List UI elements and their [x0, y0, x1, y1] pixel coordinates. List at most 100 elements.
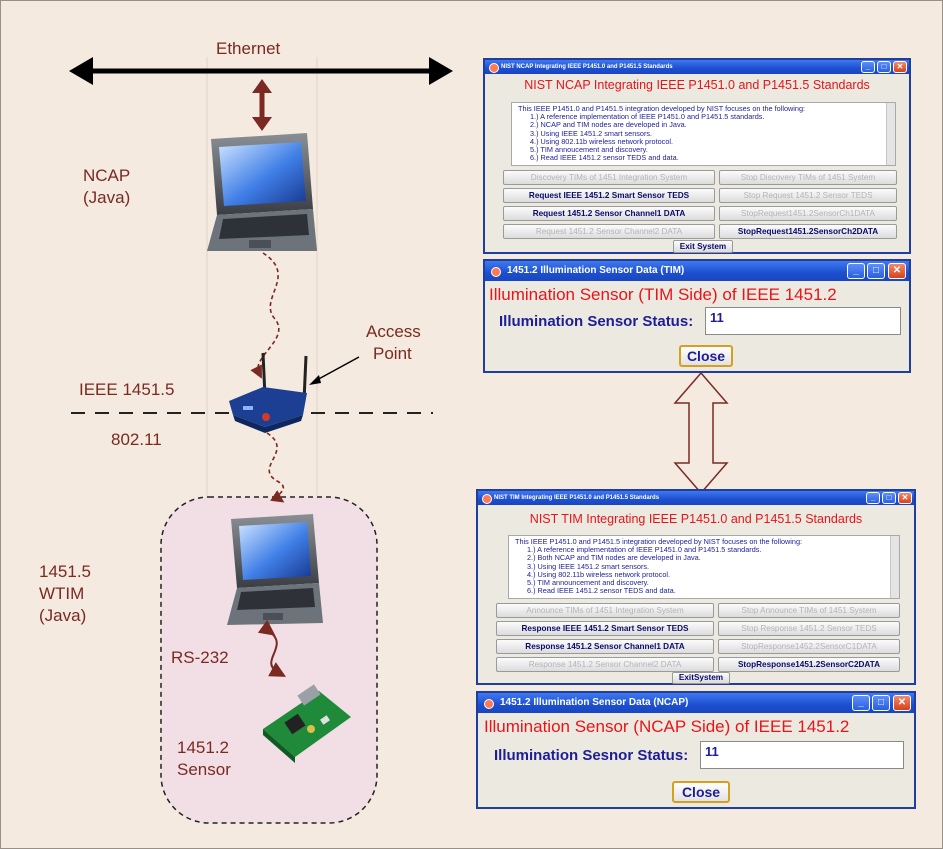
tim-status-window: 1451.2 Illumination Sensor Data (TIM) _ …: [483, 259, 911, 373]
announce-tims-button[interactable]: Announce TIMs of 1451 Integration System: [496, 603, 714, 618]
access-point-label-line1: Access: [366, 322, 421, 341]
ncap-description-textarea[interactable]: This IEEE P1451.0 and P1451.5 integratio…: [511, 102, 896, 166]
description-line: 2.) Both NCAP and TIM nodes are develope…: [527, 553, 701, 563]
stop-response-channel1-button[interactable]: StopResponse1452.2SensorC1DATA: [718, 639, 900, 654]
tim-window-titlebar[interactable]: NIST TIM Integrating IEEE P1451.0 and P1…: [478, 491, 914, 505]
ncap-status-window-titlebar[interactable]: 1451.2 Illumination Sensor Data (NCAP) _…: [478, 693, 914, 713]
request-teds-button[interactable]: Request IEEE 1451.2 Smart Sensor TEDS: [503, 188, 715, 203]
stop-discovery-button[interactable]: Stop Discovery TIMs of 1451 System: [719, 170, 897, 185]
maximize-icon[interactable]: □: [877, 61, 891, 73]
minimize-icon[interactable]: _: [866, 492, 880, 504]
description-line: This IEEE P1451.0 and P1451.5 integratio…: [518, 104, 806, 113]
maximize-icon[interactable]: □: [872, 695, 890, 711]
response-channel2-button[interactable]: Response 1451.2 Sensor Channel2 DATA: [496, 657, 714, 672]
wtim-laptop-icon: [227, 514, 323, 625]
ncap-java-label: (Java): [83, 188, 131, 207]
ieee-label: IEEE 1451.5: [79, 380, 175, 399]
rs232-link: [257, 619, 287, 677]
ncap-window-heading: NIST NCAP Integrating IEEE P1451.0 and P…: [524, 78, 870, 92]
close-icon[interactable]: ✕: [893, 695, 911, 711]
wireless-link-wtim: [266, 432, 285, 503]
app-icon: [484, 699, 494, 709]
window-title: 1451.2 Illumination Sensor Data (TIM): [507, 265, 685, 276]
minimize-icon[interactable]: _: [852, 695, 870, 711]
tim-window-heading: NIST TIM Integrating IEEE P1451.0 and P1…: [529, 512, 863, 526]
wtim-label-line3: (Java): [39, 606, 87, 625]
scrollbar[interactable]: [890, 536, 899, 598]
exit-system-button[interactable]: Exit System: [673, 240, 733, 253]
wireless-router-icon: [229, 352, 308, 433]
app-icon: [491, 267, 501, 277]
stop-request-teds-button[interactable]: Stop Request 1451.2 Sensor TEDS: [719, 188, 897, 203]
wifi-label: 802.11: [111, 430, 162, 449]
wtim-label-line1: 1451.5: [39, 562, 91, 581]
tim-status-heading: Illumination Sensor (TIM Side) of IEEE 1…: [489, 285, 837, 304]
close-icon[interactable]: ✕: [893, 61, 907, 73]
circuit-board-icon: [263, 684, 351, 763]
maximize-icon[interactable]: □: [882, 492, 896, 504]
request-channel2-button[interactable]: Request 1451.2 Sensor Channel2 DATA: [503, 224, 715, 239]
window-title: 1451.2 Illumination Sensor Data (NCAP): [500, 697, 689, 708]
stop-response-channel2-button[interactable]: StopResponse1451.2SensorC2DATA: [718, 657, 900, 672]
access-point-pointer: [309, 356, 360, 385]
tim-window: NIST TIM Integrating IEEE P1451.0 and P1…: [476, 489, 916, 685]
discovery-tims-button[interactable]: Discovery TIMs of 1451 Integration Syste…: [503, 170, 715, 185]
status-label: Illumination Sesnor Status:: [494, 747, 689, 764]
description-line: 6.) Read IEEE 1451.2 sensor TEDS and dat…: [530, 153, 679, 163]
minimize-icon[interactable]: _: [861, 61, 875, 73]
status-value-field[interactable]: 11: [705, 307, 901, 335]
sensor-label-line1: 1451.2: [177, 738, 229, 757]
window-title: NIST TIM Integrating IEEE P1451.0 and P1…: [494, 495, 660, 501]
status-value-field[interactable]: 11: [700, 741, 904, 769]
ncap-ethernet-link-arrow: [252, 79, 272, 131]
description-line: 4.) Using 802.11b wireless network proto…: [530, 136, 674, 146]
close-icon[interactable]: ✕: [898, 492, 912, 504]
description-line: 1.) A reference implementation of IEEE P…: [527, 545, 762, 555]
description-line: 5.) TIM annoucement and discovery.: [530, 145, 648, 155]
description-line: 3.) Using IEEE 1451.2 smart sensors.: [530, 128, 653, 138]
ethernet-label: Ethernet: [216, 39, 281, 58]
description-line: 1.) A reference implementation of IEEE P…: [530, 112, 765, 122]
request-channel1-button[interactable]: Request 1451.2 Sensor Channel1 DATA: [503, 206, 715, 221]
ncap-status-window: 1451.2 Illumination Sensor Data (NCAP) _…: [476, 691, 916, 809]
stop-request-channel1-button[interactable]: StopRequest1451.2SensorCh1DATA: [719, 206, 897, 221]
tim-description-textarea[interactable]: This IEEE P1451.0 and P1451.5 integratio…: [508, 535, 900, 599]
description-line: This IEEE P1451.0 and P1451.5 integratio…: [515, 537, 803, 546]
close-button[interactable]: Close: [679, 345, 733, 367]
description-line: 3.) Using IEEE 1451.2 smart sensors.: [527, 561, 650, 571]
stop-announce-button[interactable]: Stop Announce TIMs of 1451 System: [718, 603, 900, 618]
app-icon: [482, 494, 492, 504]
description-line: 2.) NCAP and TIM nodes are developed in …: [530, 120, 687, 130]
description-line: 4.) Using 802.11b wireless network proto…: [527, 569, 671, 579]
exit-system-button[interactable]: ExitSystem: [672, 672, 730, 684]
stop-request-channel2-button[interactable]: StopRequest1451.2SensorCh2DATA: [719, 224, 897, 239]
response-teds-button[interactable]: Response IEEE 1451.2 Smart Sensor TEDS: [496, 621, 714, 636]
tim-status-window-titlebar[interactable]: 1451.2 Illumination Sensor Data (TIM) _ …: [485, 261, 909, 281]
access-point-label-line2: Point: [373, 344, 412, 363]
ethernet-bus: [69, 57, 453, 85]
ncap-window-titlebar[interactable]: NIST NCAP Integrating IEEE P1451.0 and P…: [485, 60, 909, 74]
wireless-link-ncap: [250, 252, 280, 379]
status-label: Illumination Sensor Status:: [499, 313, 694, 330]
ncap-label: NCAP: [83, 166, 131, 185]
close-icon[interactable]: ✕: [888, 263, 906, 279]
description-line: 6.) Read IEEE 1451.2 sensor TEDS and dat…: [527, 586, 676, 596]
description-line: 5.) TIM announcement and discovery.: [527, 578, 649, 588]
wtim-label-line2: WTIM: [39, 584, 85, 603]
minimize-icon[interactable]: _: [847, 263, 865, 279]
close-button[interactable]: Close: [672, 781, 730, 803]
ncap-laptop-icon: [207, 133, 317, 251]
scrollbar[interactable]: [886, 103, 895, 165]
rs232-label: RS-232: [171, 648, 229, 667]
app-icon: [489, 63, 499, 73]
ncap-window: NIST NCAP Integrating IEEE P1451.0 and P…: [483, 58, 911, 254]
ncap-status-heading: Illumination Sensor (NCAP Side) of IEEE …: [484, 717, 850, 736]
bidirectional-arrow: [673, 371, 729, 495]
response-channel1-button[interactable]: Response 1451.2 Sensor Channel1 DATA: [496, 639, 714, 654]
stop-response-teds-button[interactable]: Stop Response 1451.2 Sensor TEDS: [718, 621, 900, 636]
maximize-icon[interactable]: □: [867, 263, 885, 279]
window-title: NIST NCAP Integrating IEEE P1451.0 and P…: [501, 64, 673, 70]
sensor-label-line2: Sensor: [177, 760, 231, 779]
